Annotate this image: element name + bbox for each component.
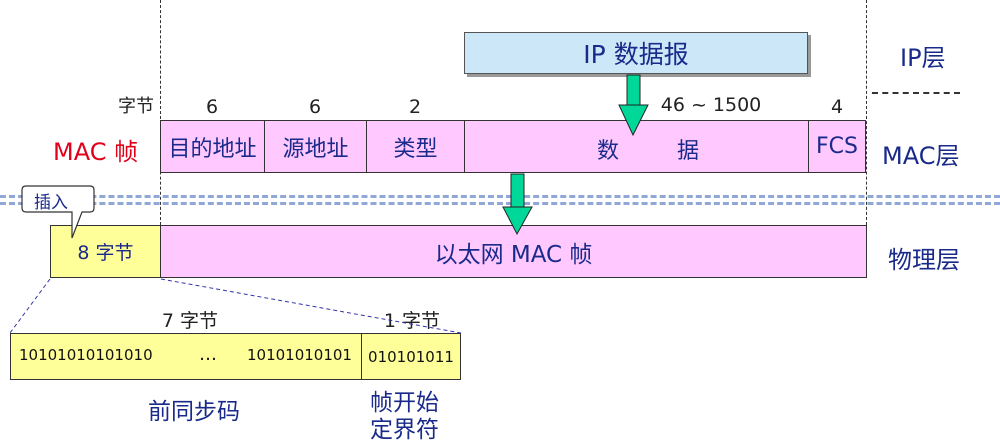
ip-datagram-box: IP 数据报 — [464, 32, 808, 74]
preamble-bits-right: 10101010101 — [247, 346, 352, 364]
byte-unit-label: 字节 — [118, 96, 154, 117]
dst-address-field: 目的地址 — [160, 120, 265, 173]
sfd-name-line2: 定界符 — [370, 417, 439, 443]
expand-line-left — [9, 278, 51, 334]
type-label: 类型 — [393, 136, 438, 162]
mac-layer-label: MAC层 — [882, 142, 960, 170]
preamble-bits-left: 10101010101010 — [19, 346, 153, 364]
expand-line-right — [160, 278, 462, 334]
data-label-left: 数 — [597, 139, 620, 164]
ip-layer-separator — [872, 92, 960, 94]
right-boundary-dashed-line — [866, 0, 867, 225]
fcs-size: 4 — [830, 96, 844, 118]
src-address-label: 源地址 — [282, 136, 349, 162]
sfd-bits-box: 010101011 — [361, 333, 461, 380]
mac-frame-label: MAC 帧 — [53, 138, 139, 166]
preamble-field: 8 字节 — [50, 225, 161, 278]
src-size: 6 — [308, 96, 322, 118]
seven-bytes-label: 7 字节 — [161, 310, 219, 332]
ip-layer-label: IP层 — [900, 44, 946, 72]
insert-callout-label: 插入 — [34, 193, 68, 213]
down-arrow-icon — [502, 173, 533, 236]
preamble-ellipsis: … — [199, 344, 217, 365]
sfd-name-line1: 帧开始 — [370, 390, 439, 416]
dst-size: 6 — [205, 96, 219, 118]
ip-datagram-label: IP 数据报 — [583, 40, 689, 69]
fcs-label: FCS — [816, 134, 858, 159]
src-address-field: 源地址 — [264, 120, 367, 173]
down-arrow-icon — [618, 74, 649, 137]
data-label-right: 据 — [677, 139, 700, 164]
layer-double-dashed-line — [0, 195, 1000, 205]
left-boundary-dashed-line — [160, 0, 161, 225]
ethernet-frame-label: 以太网 MAC 帧 — [434, 241, 593, 268]
physical-layer-label: 物理层 — [888, 246, 960, 274]
preamble-bits-box: 10101010101010 … 10101010101 — [10, 333, 362, 380]
insert-callout-bubble — [21, 185, 95, 239]
type-size: 2 — [408, 96, 422, 118]
sfd-bits: 010101011 — [368, 347, 454, 366]
dst-address-label: 目的地址 — [168, 136, 257, 162]
fcs-field: FCS — [808, 120, 866, 173]
data-size: 46 ~ 1500 — [660, 94, 762, 116]
preamble-size-label: 8 字节 — [77, 242, 134, 264]
type-field: 类型 — [366, 120, 465, 173]
preamble-name-label: 前同步码 — [148, 399, 240, 425]
